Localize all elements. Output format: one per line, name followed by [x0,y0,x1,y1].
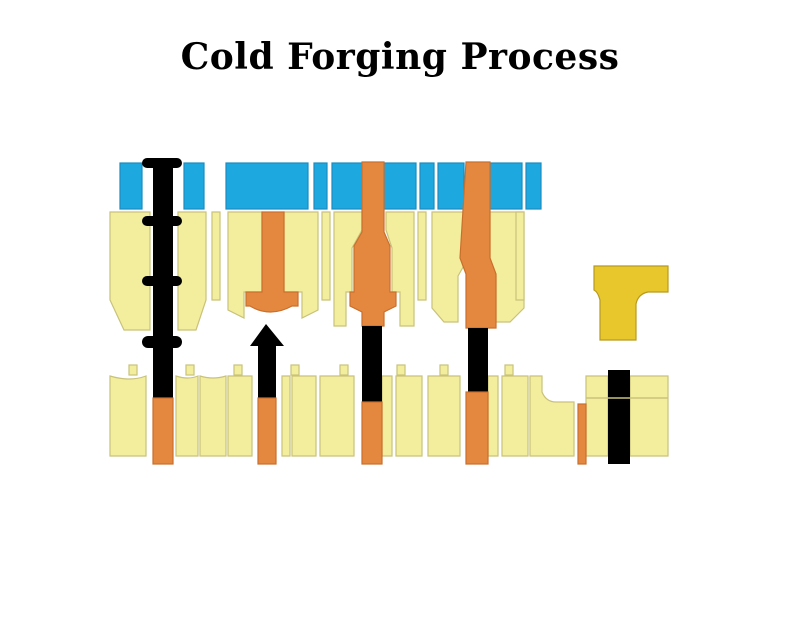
lower-die-7 [319,375,355,457]
station-3-workpiece [349,161,397,327]
upper-die-10 [431,211,467,323]
punch-plate-1 [119,162,143,210]
lower-die-10 [427,375,461,457]
lower-die-1 [109,375,147,457]
punch-plate-3 [225,162,309,210]
station-2-workpiece [257,397,277,465]
upper-die-2 [177,211,207,331]
stud-3 [233,364,243,376]
upper-die-12 [515,211,525,301]
stud-1 [128,364,138,376]
punch-plate-9 [489,162,523,210]
lower-die-9 [395,375,423,457]
stud-4 [290,364,300,376]
upper-dies [109,211,525,331]
upper-die-9 [417,211,427,301]
lower-die-11 [487,375,499,457]
stud-8 [504,364,514,376]
punch-plate-7 [419,162,435,210]
punch-plate-5 [331,162,365,210]
punch-plate-2 [183,162,205,210]
station-5-workpiece [577,403,587,465]
station-4-workpiece [459,161,497,329]
lower-die-studs [128,364,514,376]
punch-plate-4 [313,162,328,210]
punch-plate-6 [383,162,417,210]
station-5-ejector [608,370,630,464]
station-3-lower-workpiece [361,401,383,465]
punch-plate-10 [525,162,542,210]
lower-die-12 [501,375,529,457]
page-title: Cold Forging Process [180,36,620,78]
lower-die-6 [291,375,317,457]
stud-5 [339,364,349,376]
lower-die-8 [381,375,393,457]
lower-die-5 [281,375,291,457]
lower-dies [109,375,669,457]
upper-die-3 [211,211,221,301]
punch-plates [119,162,542,210]
lower-die-4 [227,375,253,457]
stud-6 [396,364,406,376]
station-4-ejector [468,328,488,392]
punch-plate-8 [437,162,465,210]
lower-die-15 [629,375,669,457]
upper-die-1 [109,211,151,331]
finished-part [593,265,669,341]
stud-7 [439,364,449,376]
lower-die-2 [175,375,199,457]
lower-die-13 [529,375,575,457]
upper-die-8 [385,211,415,327]
lower-die-3 [199,375,227,457]
station-3-ejector [362,326,382,402]
station-1-workpiece [152,397,174,465]
lower-die-14 [585,375,609,457]
upper-die-6 [321,211,331,301]
stud-2 [185,364,195,376]
station-2-ejector-arrow [250,324,284,398]
station-2-workpiece-head [245,211,299,313]
station-4-lower-workpiece [465,391,489,465]
station-1-ejector [142,158,182,398]
